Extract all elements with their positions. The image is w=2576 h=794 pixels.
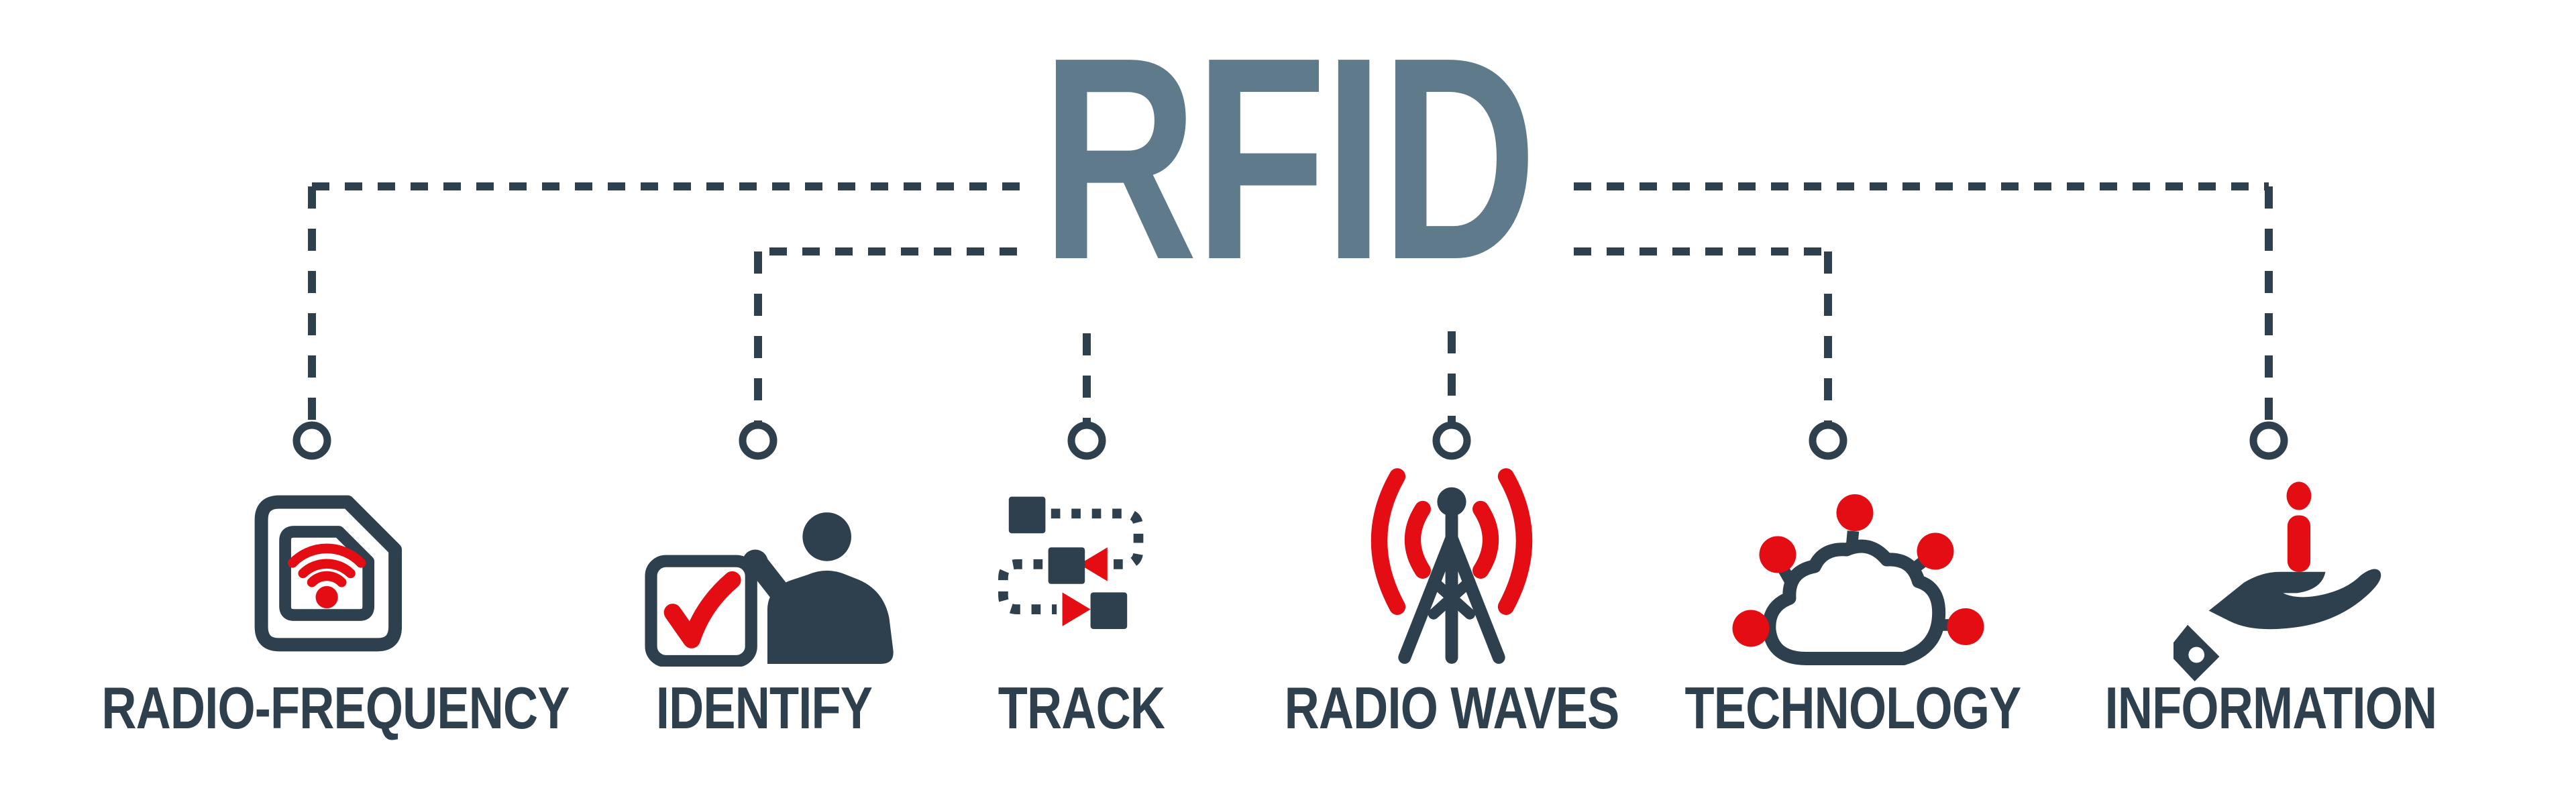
label-technology: TECHNOLOGY bbox=[1684, 675, 2022, 741]
cloud-icon bbox=[1762, 539, 1946, 665]
connector-node bbox=[739, 421, 777, 460]
connector-node bbox=[292, 421, 331, 460]
connector-radio-frequency bbox=[292, 182, 1020, 460]
track-route-icon bbox=[998, 496, 1144, 629]
cloud-network-icon bbox=[1732, 494, 1984, 665]
connector-node bbox=[1432, 421, 1471, 460]
radio-tower-icon bbox=[1371, 468, 1533, 664]
label-track: TRACK bbox=[998, 675, 1165, 741]
arrow-right-icon bbox=[1062, 592, 1091, 626]
signal-waves-icon bbox=[1371, 468, 1533, 615]
hand-info-icon bbox=[2174, 481, 2381, 681]
network-nodes bbox=[1732, 494, 1984, 647]
connector-node bbox=[2249, 421, 2288, 460]
antenna-mast-icon bbox=[1398, 487, 1505, 664]
rfid-tag-icon bbox=[254, 495, 402, 652]
open-hand-icon bbox=[2174, 569, 2381, 681]
connector-track bbox=[1067, 333, 1106, 460]
hand-icon bbox=[742, 549, 768, 575]
connector-information bbox=[1574, 182, 2288, 460]
connector-radio-waves bbox=[1432, 331, 1471, 460]
info-i-icon bbox=[2286, 481, 2312, 572]
page-title: RFID bbox=[0, 15, 2576, 303]
connector-node bbox=[1809, 421, 1847, 460]
label-radio-frequency: RADIO-FREQUENCY bbox=[101, 675, 570, 741]
identify-checkbox-person-icon bbox=[645, 512, 894, 667]
connector-technology bbox=[1574, 247, 1847, 460]
label-information: INFORMATION bbox=[2104, 675, 2438, 741]
label-identify: IDENTIFY bbox=[655, 675, 873, 741]
arrow-left-icon bbox=[1079, 547, 1108, 581]
connector-node bbox=[1067, 421, 1106, 460]
person-icon bbox=[742, 512, 894, 664]
wifi-signal-icon bbox=[287, 543, 366, 609]
checkmark-icon bbox=[663, 571, 741, 648]
label-radio-waves: RADIO WAVES bbox=[1284, 675, 1620, 741]
page-title-text: RFID bbox=[1041, 0, 1538, 320]
connector-identify bbox=[739, 247, 1017, 460]
